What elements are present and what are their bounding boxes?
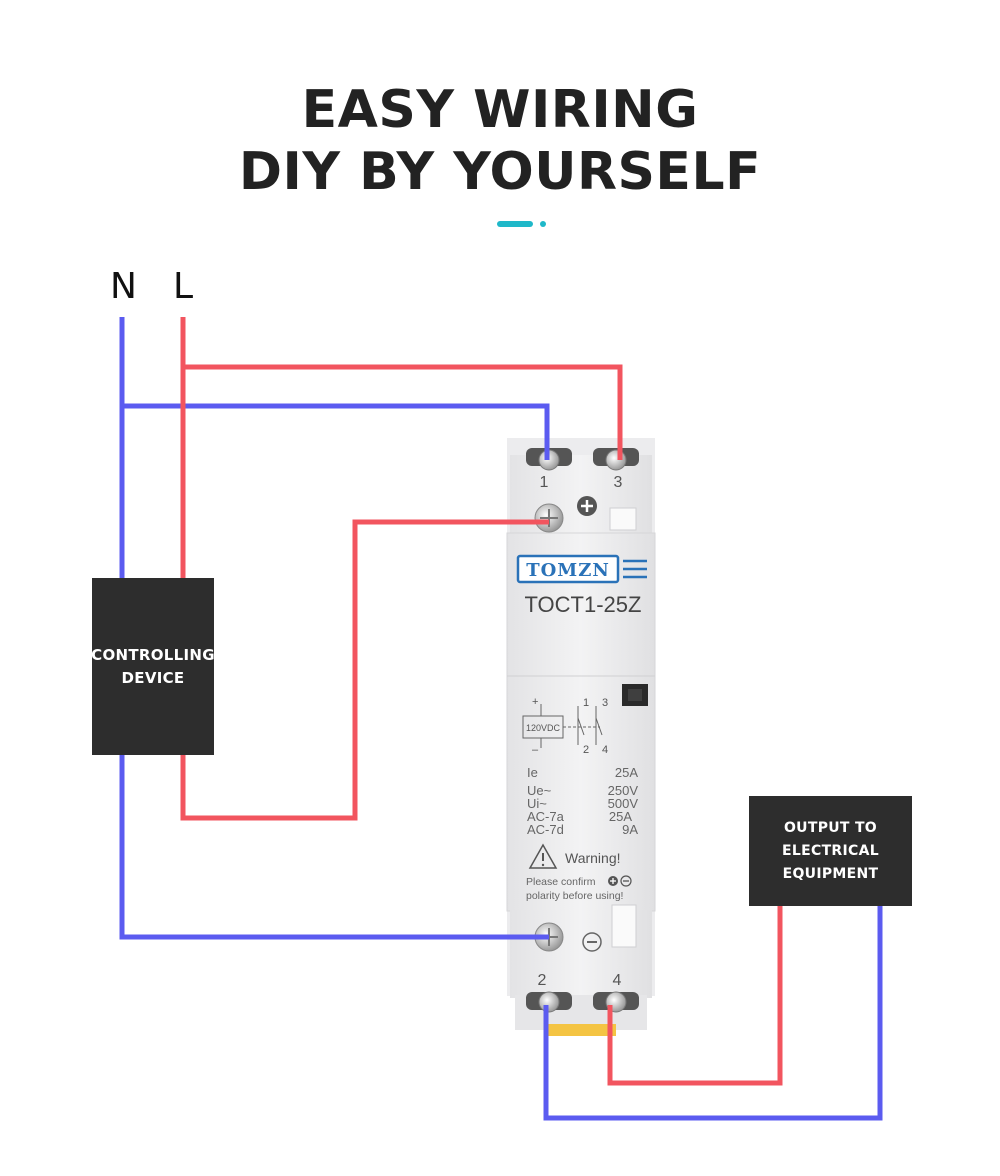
spec-label: Ie [527, 765, 538, 780]
brand-name: TOMZN [526, 560, 610, 581]
live-wires [180, 317, 783, 1086]
output-line-1: OUTPUT TO [783, 819, 878, 836]
live-label: L [173, 266, 194, 307]
model-name: TOCT1-25Z [525, 592, 642, 617]
output-equipment-box: OUTPUT TO ELECTRICAL EQUIPMENT [749, 796, 912, 906]
terminal-4-label: 4 [613, 972, 622, 989]
polarity-note-2: polarity before using! [526, 890, 623, 902]
spec-label: AC-7a [527, 809, 564, 824]
brand-logo-frame [516, 554, 620, 584]
spec-value: 25A [614, 765, 638, 780]
terminal-1-label: 1 [540, 474, 549, 491]
output-line-2: ELECTRICAL [782, 842, 879, 859]
neutral-wires [119, 317, 883, 1121]
spec-label: AC-7d [527, 822, 564, 837]
svg-text:–: – [532, 744, 539, 756]
accent-bar [497, 221, 533, 227]
title-line-1: EASY WIRING [301, 80, 699, 140]
accent-dot [540, 221, 546, 227]
warning-text: Warning! [565, 850, 621, 866]
terminal-3-label: 3 [614, 474, 623, 491]
controlling-device-line-1: CONTROLLING [91, 645, 215, 664]
spec-value: 250V [607, 783, 638, 798]
controlling-device-line-2: DEVICE [121, 668, 185, 687]
spec-value: 25A [608, 809, 632, 824]
output-line-3: EQUIPMENT [782, 865, 879, 882]
svg-text:3: 3 [602, 697, 608, 709]
spec-value: 9A [622, 822, 638, 837]
warning-icon [528, 843, 558, 869]
title-line-2: DIY BY YOURSELF [238, 142, 762, 202]
minus-circle-icon [582, 932, 602, 952]
spec-value: 500V [607, 796, 638, 811]
svg-text:2: 2 [583, 744, 589, 756]
spec-label: Ue~ [527, 783, 552, 798]
contactor-body [506, 438, 656, 1036]
svg-text:+: + [532, 696, 538, 708]
svg-text:4: 4 [602, 744, 608, 756]
coil-voltage: 120VDC [526, 723, 561, 733]
coil-schematic: 120VDC + – 1 3 2 4 [522, 696, 608, 756]
svg-text:1: 1 [583, 697, 589, 709]
controlling-device-box: CONTROLLING DEVICE [91, 578, 215, 755]
terminal-2-label: 2 [538, 972, 547, 989]
polarity-note-1: Please confirm [526, 876, 596, 888]
spec-label: Ui~ [527, 796, 547, 811]
neutral-label: N [110, 266, 137, 307]
